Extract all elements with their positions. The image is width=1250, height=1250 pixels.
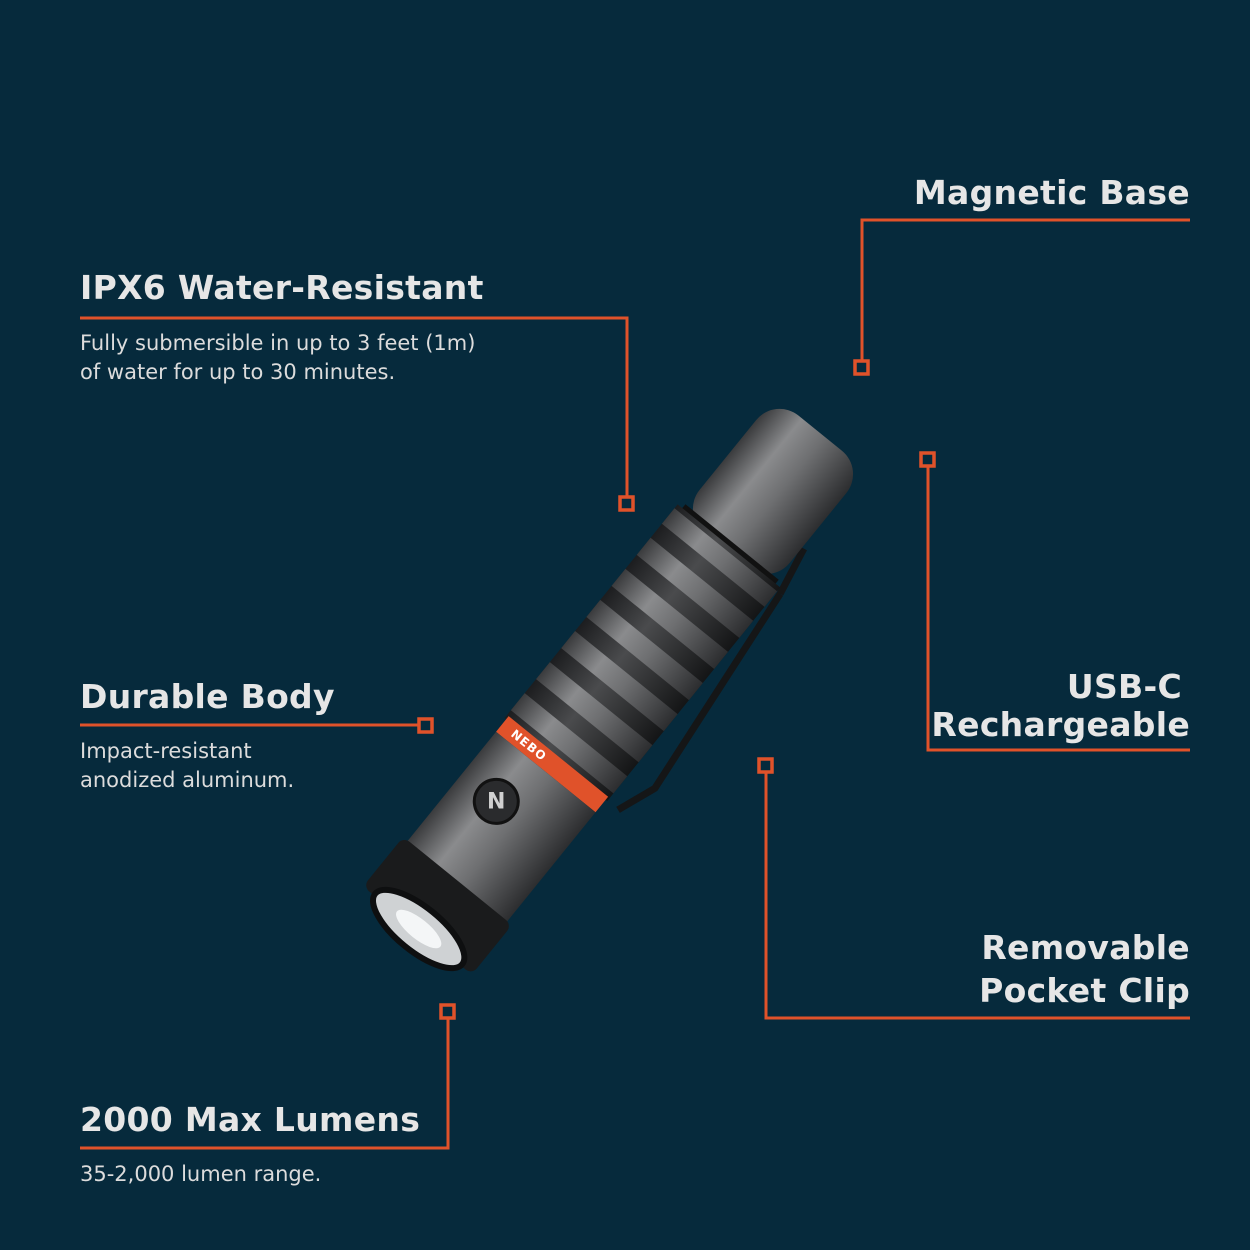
brand-band <box>496 716 609 813</box>
callout-line-usbc <box>926 466 1190 752</box>
title-line: Removable <box>981 928 1190 967</box>
callout-line-lumens <box>80 1018 450 1150</box>
feature-desc-durable: Impact-resistant anodized aluminum. <box>80 737 294 795</box>
head-body <box>405 731 596 925</box>
title-line: Pocket Clip <box>979 971 1190 1010</box>
callout-marker-durable <box>417 717 434 734</box>
desc-line: of water for up to 30 minutes. <box>80 360 396 384</box>
magnetic-cap <box>692 408 854 575</box>
callout-marker-usbc <box>919 451 936 468</box>
power-button: N <box>472 777 520 825</box>
desc-line: anodized aluminum. <box>80 768 295 792</box>
feature-title-durable: Durable Body <box>80 677 335 716</box>
title-line: USB-C <box>1066 667 1182 706</box>
desc-line: Impact-resistant <box>80 739 252 763</box>
desc-line: Fully submersible in up to 3 feet (1m) <box>80 331 476 355</box>
pocket-clip <box>616 547 807 813</box>
callout-marker-ipx6 <box>618 495 635 512</box>
title-line: Rechargeable <box>931 705 1190 744</box>
feature-desc-ipx6: Fully submersible in up to 3 feet (1m) o… <box>80 329 475 387</box>
feature-title-lumens: 2000 Max Lumens <box>80 1100 421 1139</box>
feature-title-magnetic: Magnetic Base <box>913 173 1190 212</box>
svg-text:N: N <box>487 789 505 814</box>
feature-title-clip: Removable Pocket Clip <box>979 926 1190 1012</box>
callout-line-clip <box>764 772 1190 1020</box>
feature-title-usbc: USB-C Rechargeable <box>931 668 1190 744</box>
callout-marker-magnetic <box>853 359 870 376</box>
feature-desc-lumens: 35-2,000 lumen range. <box>80 1160 321 1189</box>
callout-marker-lumens <box>439 1003 456 1020</box>
callout-marker-clip <box>757 757 774 774</box>
callout-line-ipx6 <box>80 316 629 497</box>
desc-line: 35-2,000 lumen range. <box>80 1162 322 1186</box>
callout-line-magnetic <box>860 218 1190 361</box>
bezel <box>366 840 509 972</box>
feature-title-ipx6: IPX6 Water-Resistant <box>80 268 484 307</box>
